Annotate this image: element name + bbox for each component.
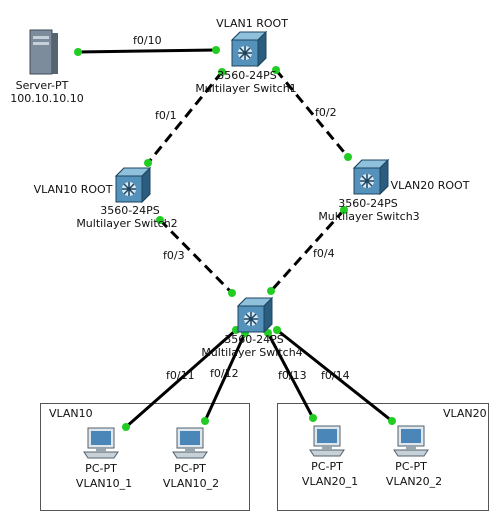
port-dot: [122, 423, 130, 431]
pc-icon: [83, 427, 119, 459]
switch3-icon: [353, 159, 389, 195]
link-label-f0-12: f0/12: [210, 367, 239, 380]
link-sw1-sw2: [146, 71, 224, 164]
link-server-sw1: [77, 48, 217, 54]
link-label-f0-2: f0/2: [315, 106, 337, 119]
link-label-f0-11: f0/11: [166, 369, 195, 382]
link-label-f0-3: f0/3: [163, 249, 185, 262]
link-label-f0-14: f0/14: [321, 369, 350, 382]
switch2-role: VLAN10 ROOT: [33, 183, 113, 196]
pc-icon: [309, 425, 345, 457]
server-icon: [29, 29, 58, 75]
link-label-f0-10: f0/10: [133, 34, 162, 47]
link-pc1: [125, 328, 237, 429]
port-dot: [264, 329, 272, 337]
switch3-name: Multilayer Switch3: [318, 210, 420, 223]
link-label-f0-1: f0/1: [155, 109, 177, 122]
switch4-model: 3560-24PS: [224, 333, 284, 346]
switch4-icon: [237, 297, 273, 333]
switch4-name: Multilayer Switch4: [201, 346, 303, 359]
vlan10-label: VLAN10: [49, 407, 93, 420]
pc3-name: VLAN20_1: [301, 475, 359, 488]
vlan20-label: VLAN20: [443, 407, 487, 420]
switch2-name: Multilayer Switch2: [76, 217, 178, 230]
server-type-label: Server-PT: [15, 79, 69, 92]
switch1-name: Multilayer Switch1: [195, 82, 297, 95]
pc-icon: [393, 425, 429, 457]
port-dot: [340, 206, 348, 214]
switch2-model: 3560-24PS: [100, 204, 160, 217]
port-dot: [267, 287, 275, 295]
link-pc3: [266, 332, 315, 419]
port-dot: [388, 417, 396, 425]
port-dot: [74, 48, 82, 56]
pc4-name: VLAN20_2: [385, 475, 443, 488]
pc2-type: PC-PT: [174, 462, 206, 475]
server-ip-label: 100.10.10.10: [10, 92, 84, 105]
link-sw1-sw3: [274, 69, 350, 158]
vlan10-area: [40, 403, 250, 511]
link-pc4: [276, 328, 393, 423]
port-dot: [156, 216, 164, 224]
pc4-type: PC-PT: [395, 460, 427, 473]
link-label-f0-4: f0/4: [313, 247, 335, 260]
port-dot: [228, 289, 236, 297]
port-dot: [218, 68, 226, 76]
port-dot: [344, 153, 352, 161]
link-pc2: [203, 332, 247, 422]
link-sw3-sw4: [269, 208, 346, 293]
switch1-icon: [231, 31, 267, 67]
pc1-type: PC-PT: [85, 462, 117, 475]
switch3-role: VLAN20 ROOT: [390, 179, 470, 192]
port-dot: [309, 414, 317, 422]
switch1-model: 3560-24PS: [217, 69, 277, 82]
pc3-type: PC-PT: [311, 460, 343, 473]
port-dot: [273, 326, 281, 334]
switch2-icon: [115, 167, 151, 203]
switch1-role: VLAN1 ROOT: [216, 17, 288, 30]
port-dot: [272, 66, 280, 74]
pc-icon: [172, 427, 208, 459]
port-dot: [201, 417, 209, 425]
pc2-name: VLAN10_2: [162, 477, 220, 490]
port-dot: [212, 46, 220, 54]
link-sw2-sw4: [158, 218, 234, 295]
link-label-f0-13: f0/13: [278, 369, 307, 382]
pc1-name: VLAN10_1: [75, 477, 133, 490]
switch3-model: 3560-24PS: [338, 197, 398, 210]
port-dot: [144, 159, 152, 167]
